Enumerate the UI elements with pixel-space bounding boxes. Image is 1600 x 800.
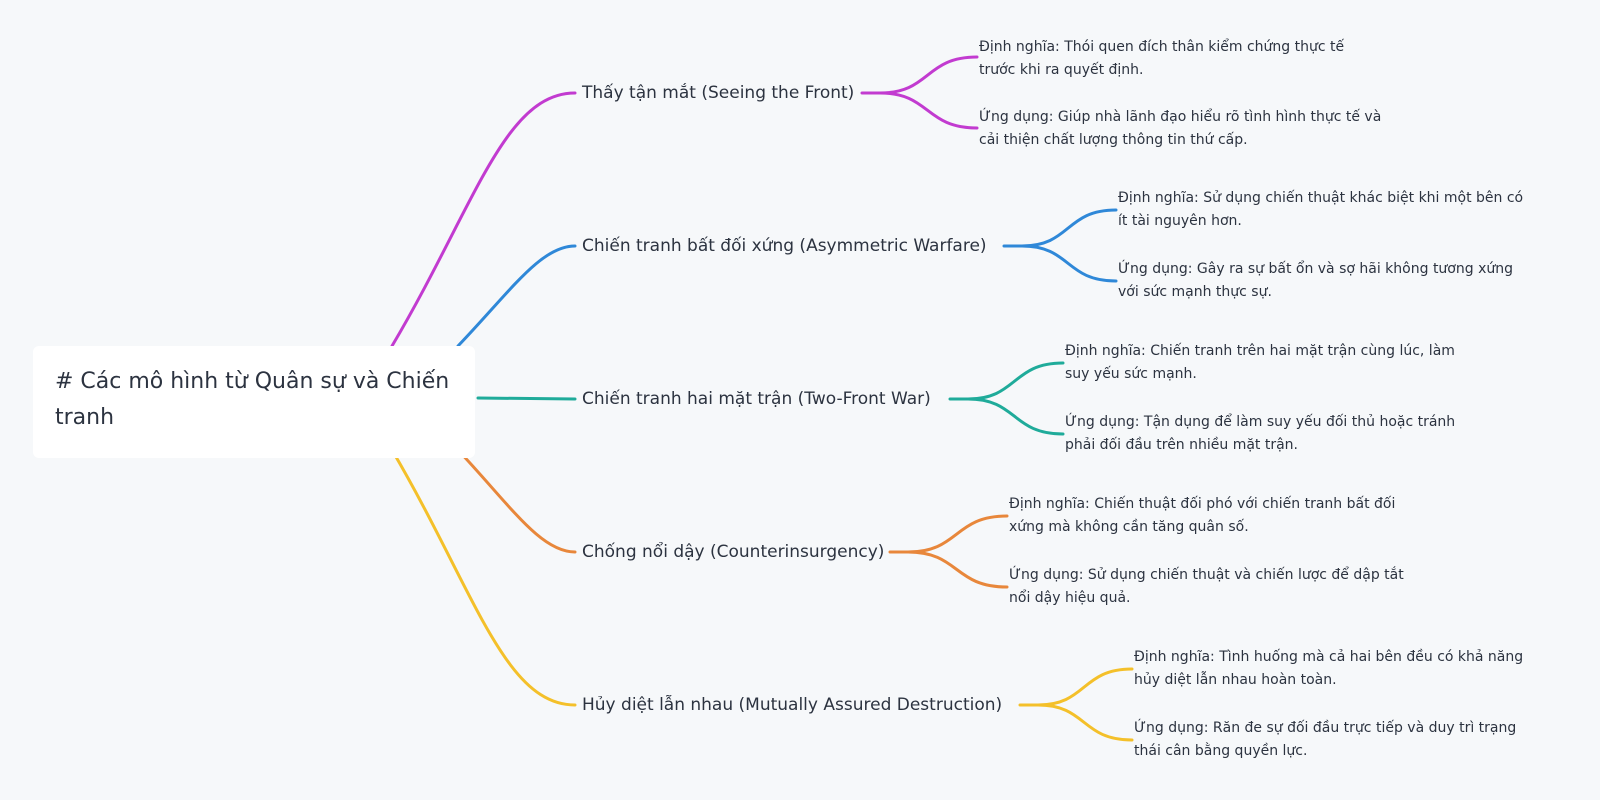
branch-label-two-front-war: Chiến tranh hai mặt trận (Two-Front War) <box>582 389 931 409</box>
branch-2-definition-line-2: suy yếu sức mạnh. <box>1065 366 1197 382</box>
branch-3-definition-line-1: Định nghĩa: Chiến thuật đối phó với chiế… <box>1009 496 1396 512</box>
branch-2-definition-line-1: Định nghĩa: Chiến tranh trên hai mặt trậ… <box>1065 343 1455 359</box>
leaf-connector-2-0 <box>966 361 1065 401</box>
leaf-connector-4-1 <box>1036 703 1134 742</box>
branch-0-definition-line-2: trước khi ra quyết định. <box>979 62 1144 78</box>
branch-label-seeing-the-front: Thấy tận mắt (Seeing the Front) <box>582 83 855 103</box>
branch-3-application: Ứng dụng: Sử dụng chiến thuật và chiến l… <box>1009 564 1449 610</box>
branch-2-application: Ứng dụng: Tận dụng để làm suy yếu đối th… <box>1065 411 1505 457</box>
branch-4-definition: Định nghĩa: Tình huống mà cả hai bên đều… <box>1134 646 1574 692</box>
root-title-line-2: tranh <box>55 405 115 430</box>
branch-1-application-line-1: Ứng dụng: Gây ra sự bất ổn và sợ hãi khô… <box>1118 261 1513 277</box>
branch-label-mutually-assured-destruction: Hủy diệt lẫn nhau (Mutually Assured Dest… <box>582 695 1003 715</box>
branch-4-application-line-1: Ứng dụng: Răn đe sự đối đầu trực tiếp và… <box>1134 720 1517 736</box>
branch-1-application-line-2: với sức mạnh thực sự. <box>1118 284 1272 300</box>
root-node: # Các mô hình từ Quân sự và Chiến tranh <box>33 346 475 458</box>
branch-2-application-line-1: Ứng dụng: Tận dụng để làm suy yếu đối th… <box>1065 414 1456 430</box>
branch-0-definition-line-1: Định nghĩa: Thói quen đích thân kiểm chứ… <box>979 39 1345 55</box>
branch-3-definition: Định nghĩa: Chiến thuật đối phó với chiế… <box>1009 493 1449 539</box>
leaf-connector-2-1 <box>966 397 1065 436</box>
branch-connector-1 <box>456 244 577 348</box>
root-title-line-1: # Các mô hình từ Quân sự và Chiến <box>55 369 450 394</box>
leaf-connector-0-0 <box>878 55 979 95</box>
leaf-connector-1-0 <box>1020 208 1118 248</box>
branch-3-definition-line-2: xứng mà không cần tăng quân số. <box>1009 519 1249 535</box>
branch-3-application-line-1: Ứng dụng: Sử dụng chiến thuật và chiến l… <box>1009 567 1404 583</box>
branch-0-application-line-2: cải thiện chất lượng thông tin thứ cấp. <box>979 132 1248 148</box>
leaf-connector-3-0 <box>906 514 1009 554</box>
branch-connector-3 <box>456 448 577 554</box>
branch-4-definition-line-1: Định nghĩa: Tình huống mà cả hai bên đều… <box>1134 649 1524 665</box>
leaf-connector-1-1 <box>1020 244 1118 283</box>
branch-1-definition: Định nghĩa: Sử dụng chiến thuật khác biệ… <box>1118 187 1558 233</box>
leaf-connector-4-0 <box>1036 667 1134 707</box>
branch-connector-4 <box>390 448 577 707</box>
branch-4-application-line-2: thái cân bằng quyền lực. <box>1134 743 1308 759</box>
branch-4-definition-line-2: hủy diệt lẫn nhau hoàn toàn. <box>1134 672 1337 688</box>
branch-connector-0 <box>390 91 577 348</box>
branch-label-counterinsurgency: Chống nổi dậy (Counterinsurgency) <box>582 542 885 562</box>
branch-1-definition-line-1: Định nghĩa: Sử dụng chiến thuật khác biệ… <box>1118 190 1524 206</box>
branch-3-application-line-2: nổi dậy hiệu quả. <box>1009 590 1131 606</box>
leaf-connector-0-1 <box>878 91 979 130</box>
branch-label-asymmetric-warfare: Chiến tranh bất đối xứng (Asymmetric War… <box>582 236 987 256</box>
branch-0-definition: Định nghĩa: Thói quen đích thân kiểm chứ… <box>979 36 1419 82</box>
branch-4-application: Ứng dụng: Răn đe sự đối đầu trực tiếp và… <box>1134 717 1574 763</box>
branch-connector-2 <box>476 396 577 401</box>
leaf-connector-3-1 <box>906 550 1009 589</box>
branch-2-definition: Định nghĩa: Chiến tranh trên hai mặt trậ… <box>1065 340 1505 386</box>
branch-0-application-line-1: Ứng dụng: Giúp nhà lãnh đạo hiểu rõ tình… <box>979 109 1382 125</box>
branch-1-definition-line-2: ít tài nguyên hơn. <box>1118 213 1242 229</box>
branch-2-application-line-2: phải đối đầu trên nhiều mặt trận. <box>1065 437 1299 453</box>
branch-0-application: Ứng dụng: Giúp nhà lãnh đạo hiểu rõ tình… <box>979 106 1419 152</box>
branch-1-application: Ứng dụng: Gây ra sự bất ổn và sợ hãi khô… <box>1118 258 1558 304</box>
